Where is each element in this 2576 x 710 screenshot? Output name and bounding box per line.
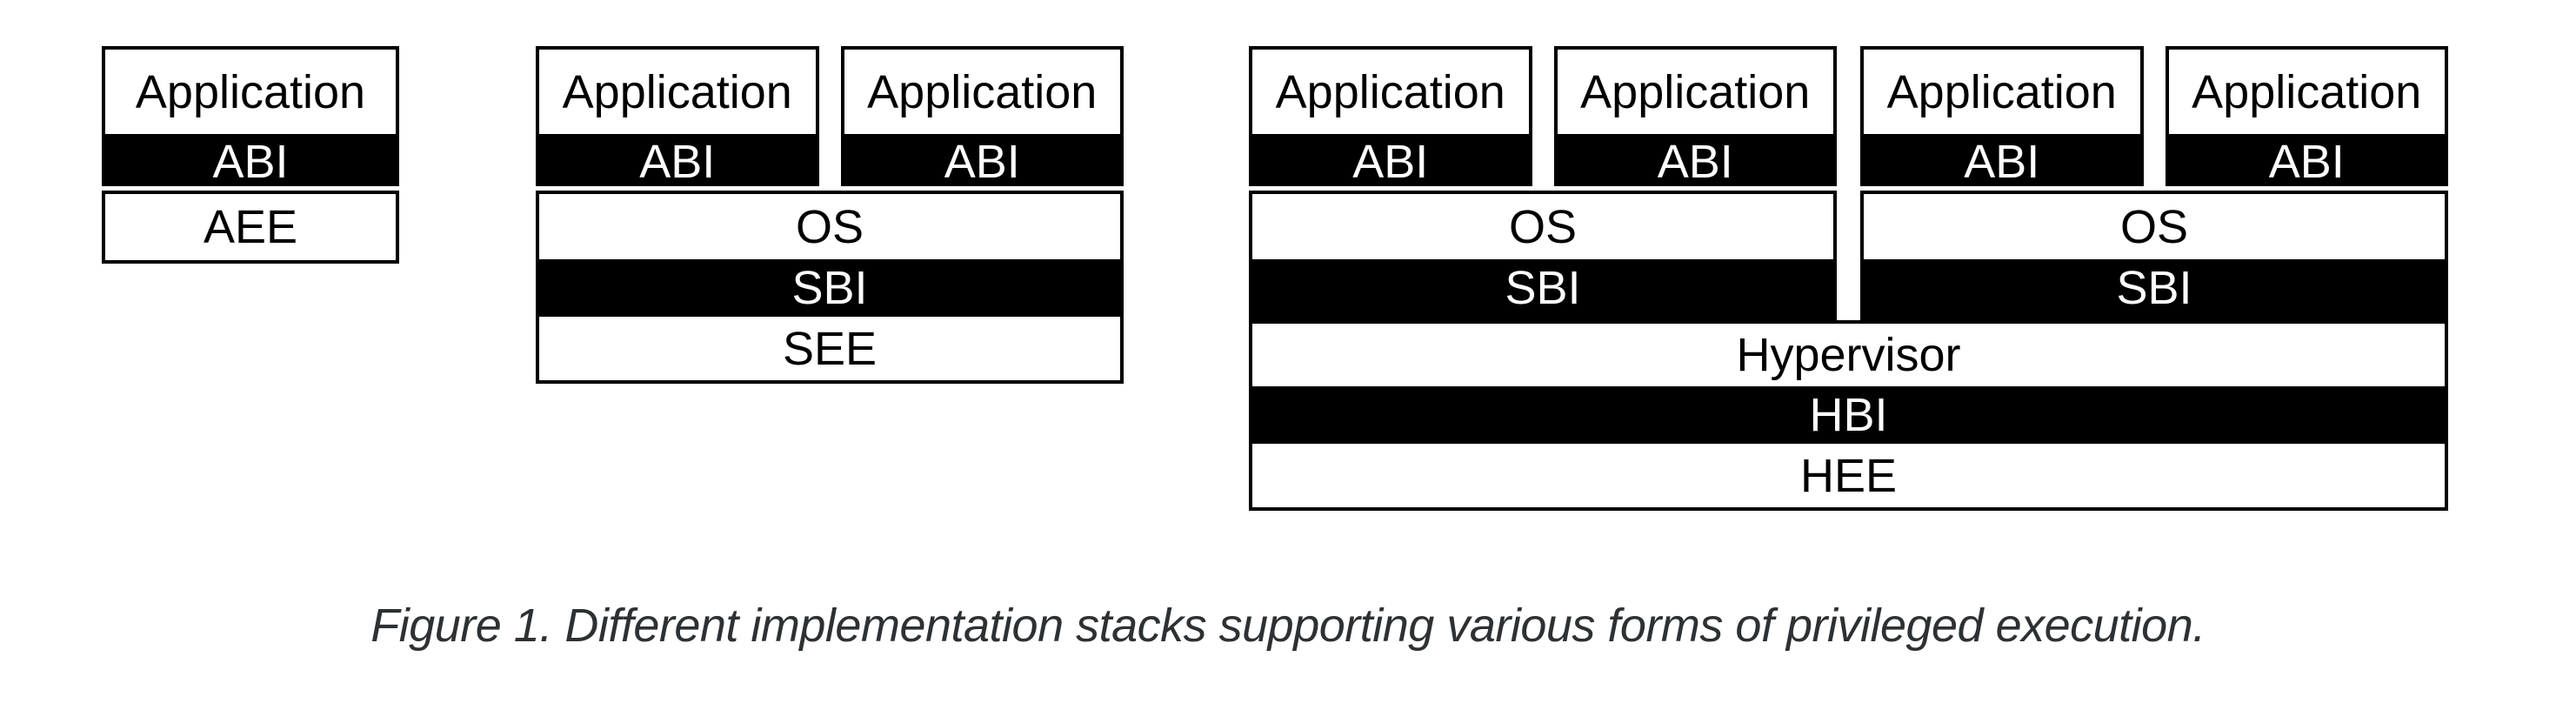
- abi-bar: ABI: [840, 136, 1124, 188]
- application-column: Application ABI: [1860, 46, 2144, 188]
- aee-box: AEE: [102, 191, 399, 264]
- os-group: Application ABI Application ABI OS SBI: [1249, 46, 1837, 320]
- os-label-row: OS: [1252, 194, 1833, 259]
- application-column: Application ABI: [840, 46, 1124, 188]
- sbi-bar: SBI: [539, 259, 1120, 317]
- os-label-row: OS: [1864, 194, 2445, 259]
- abi-bar: ABI: [1860, 136, 2144, 188]
- stack-see: Application ABI Application ABI OS SBI S…: [536, 46, 1124, 384]
- application-box: Application: [840, 46, 1124, 137]
- application-column: Application ABI: [1249, 46, 1532, 188]
- figure-caption: Figure 1. Different implementation stack…: [370, 599, 2206, 652]
- hypervisor-label-row: Hypervisor: [1252, 324, 2445, 386]
- sbi-bar: SBI: [1864, 259, 2445, 317]
- os-sbi-box: OS SBI: [1860, 191, 2448, 320]
- application-box: Application: [102, 46, 399, 137]
- aee-label-row: AEE: [105, 194, 396, 260]
- see-label-row: SEE: [539, 317, 1120, 380]
- abi-bar: ABI: [102, 136, 399, 188]
- application-box: Application: [536, 46, 819, 137]
- sbi-bar: SBI: [1252, 259, 1833, 317]
- os-see-box: OS SBI SEE: [536, 191, 1124, 384]
- application-column: Application ABI: [2165, 46, 2448, 188]
- abi-bar: ABI: [536, 136, 819, 188]
- application-box: Application: [1553, 46, 1837, 137]
- hbi-bar: HBI: [1252, 386, 2445, 444]
- hee-label-row: HEE: [1252, 444, 2445, 507]
- abi-bar: ABI: [1249, 136, 1532, 188]
- application-box: Application: [1860, 46, 2144, 137]
- os-group: Application ABI Application ABI OS SBI: [1860, 46, 2448, 320]
- os-label-row: OS: [539, 194, 1120, 259]
- stack-hee: Application ABI Application ABI OS SBI: [1249, 46, 2448, 511]
- stack-aee: Application ABI AEE: [102, 46, 399, 264]
- abi-bar: ABI: [2165, 136, 2448, 188]
- application-box: Application: [2165, 46, 2448, 137]
- abi-bar: ABI: [1553, 136, 1837, 188]
- application-columns: Application ABI Application ABI: [536, 46, 1124, 188]
- os-groups: Application ABI Application ABI OS SBI: [1249, 46, 2448, 320]
- application-column: Application ABI: [1553, 46, 1837, 188]
- application-column: Application ABI: [536, 46, 819, 188]
- os-sbi-box: OS SBI: [1249, 191, 1837, 320]
- application-columns: Application ABI Application ABI: [1860, 46, 2448, 188]
- application-columns: Application ABI Application ABI: [1249, 46, 1837, 188]
- hypervisor-box: Hypervisor HBI HEE: [1249, 320, 2448, 511]
- application-box: Application: [1249, 46, 1532, 137]
